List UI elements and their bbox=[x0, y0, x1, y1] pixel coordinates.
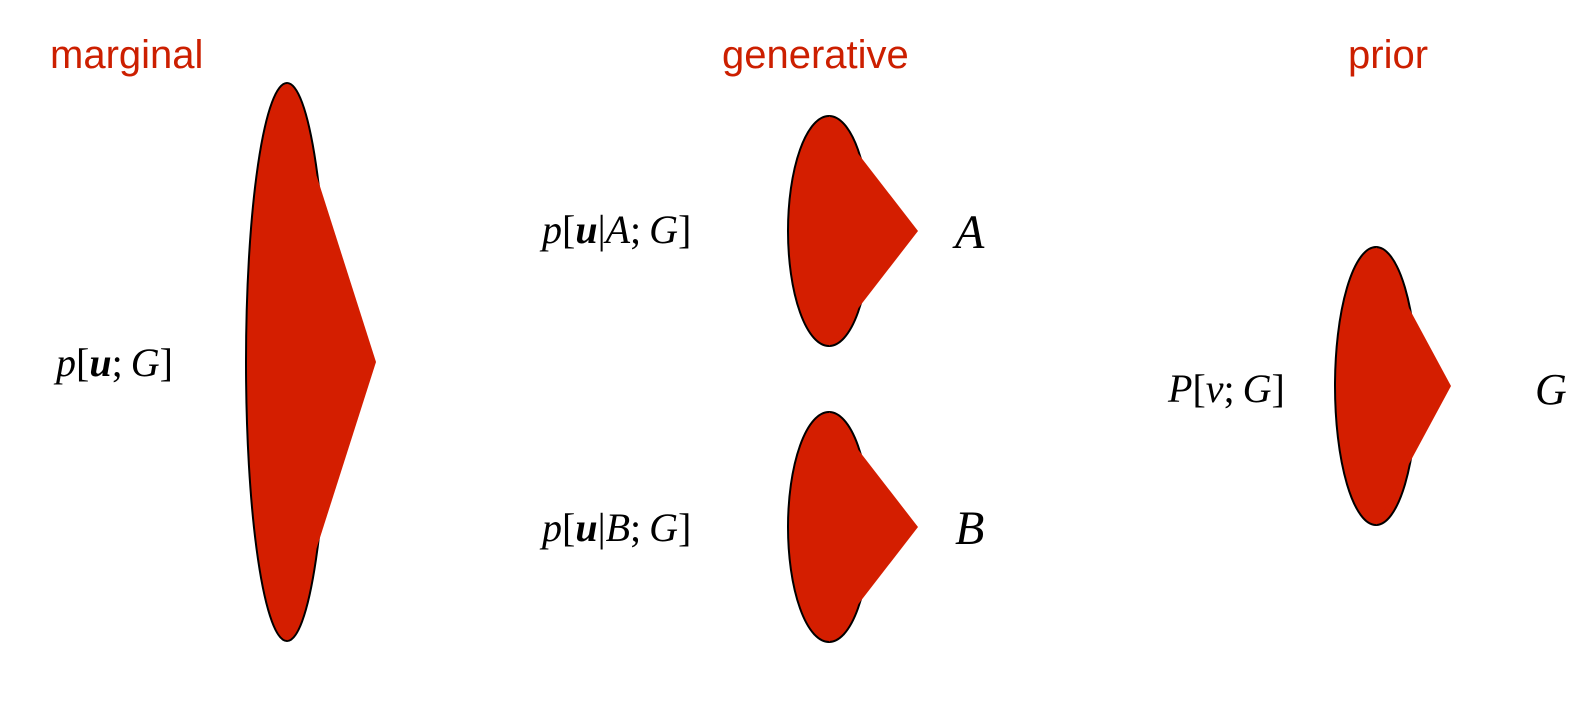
marginal-heading: marginal bbox=[50, 33, 203, 77]
generative-b-formula: p[u|B;G] bbox=[539, 505, 691, 550]
prior-heading: prior bbox=[1348, 33, 1428, 77]
prior-distribution-shape bbox=[1334, 246, 1451, 526]
generative-heading: generative bbox=[722, 33, 909, 77]
prior-outcome: G bbox=[1535, 365, 1567, 414]
generative-b-outcome: B bbox=[955, 502, 984, 555]
prior-formula: P[v;G] bbox=[1167, 366, 1285, 411]
marginal-distribution-shape bbox=[245, 82, 376, 642]
generative-a-shape bbox=[787, 115, 918, 347]
generative-b-shape bbox=[787, 411, 918, 643]
generative-a-outcome: A bbox=[952, 206, 985, 259]
generative-a-formula: p[u|A;G] bbox=[539, 207, 691, 252]
marginal-formula: p[u;G] bbox=[53, 340, 173, 385]
